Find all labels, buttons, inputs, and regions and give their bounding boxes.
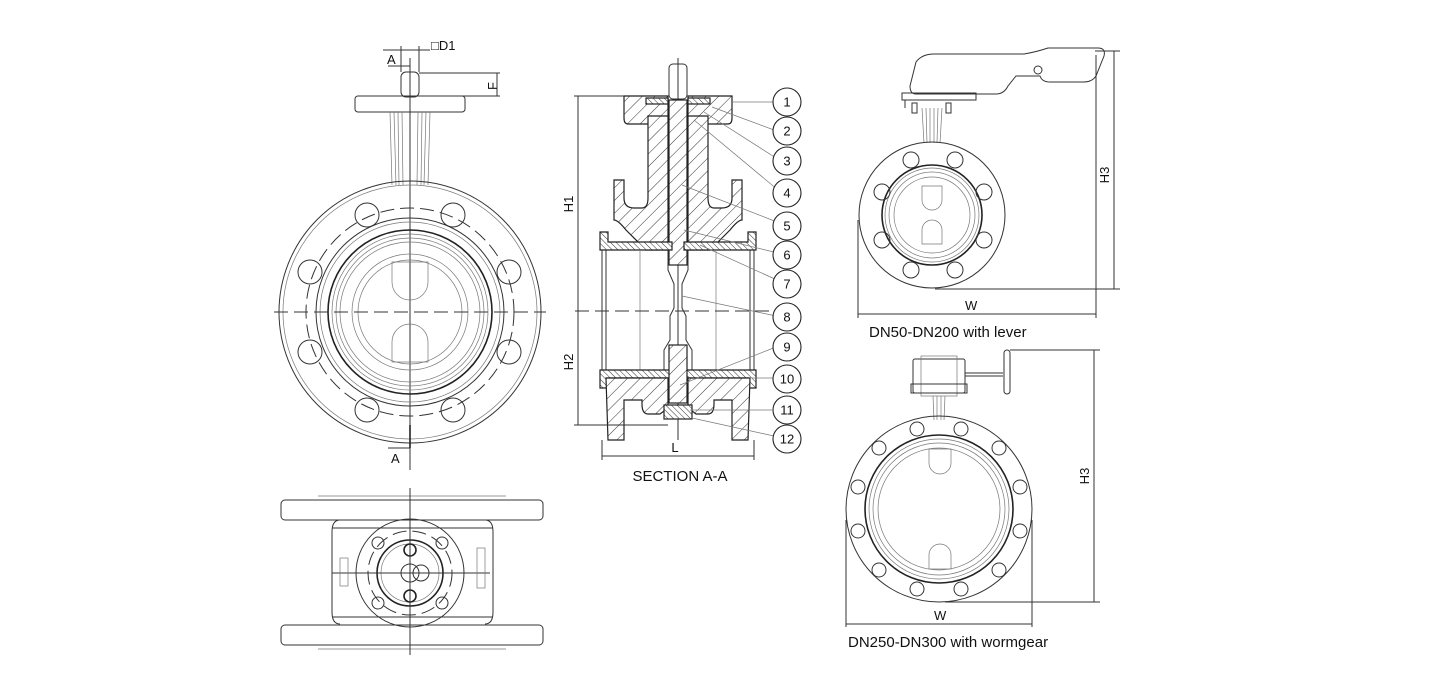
lever-view: W H3 DN50-DN200 with lever — [857, 47, 1120, 341]
lever-handle — [909, 47, 1105, 95]
body-upper-right — [687, 115, 743, 251]
part-number: 6 — [783, 248, 790, 263]
dim-label-l: L — [671, 440, 678, 455]
part-number: 11 — [780, 403, 794, 418]
part-number: 3 — [783, 154, 790, 169]
stem — [668, 99, 688, 266]
top-view — [280, 488, 544, 655]
dim-label-h3: H3 — [1077, 468, 1092, 485]
part-bubbles: 1 2 3 4 5 6 7 8 9 10 11 12 — [772, 87, 802, 454]
part-number: 9 — [783, 340, 790, 355]
wormgear-caption: DN250-DN300 with wormgear — [848, 634, 1048, 651]
part-number: 4 — [783, 186, 790, 201]
part-number: 1 — [783, 95, 790, 110]
dim-label-f: F — [485, 82, 500, 90]
section-marker-top: A — [387, 52, 396, 67]
part-number: 5 — [783, 219, 790, 234]
dim-label-w: W — [934, 608, 947, 623]
section-view: H1 H2 L SECTION A-A 1 2 3 4 — [561, 58, 802, 485]
dim-label-h2: H2 — [561, 354, 576, 371]
lever-flange-outer — [858, 141, 1006, 289]
liner-upper-right — [683, 231, 757, 251]
bolt-holes — [297, 202, 522, 423]
dim-label-d1: □D1 — [431, 38, 455, 53]
body-upper-left — [613, 115, 669, 251]
liner-upper-left — [599, 231, 673, 251]
wormgear-flange-outer — [845, 415, 1033, 603]
dim-label-h3: H3 — [1097, 167, 1112, 184]
neck — [389, 111, 431, 186]
body-lower-left — [605, 377, 669, 441]
body-lower-right — [687, 377, 751, 441]
lever-caption: DN50-DN200 with lever — [869, 324, 1027, 341]
part-number: 12 — [780, 432, 794, 447]
part-number: 10 — [780, 372, 794, 387]
part-number: 8 — [783, 310, 790, 325]
dim-label-w: W — [965, 298, 978, 313]
handwheel-handle — [1003, 349, 1011, 395]
part-number: 2 — [783, 124, 790, 139]
wormgear-view: W H3 DN250-DN300 with wormgear — [845, 349, 1100, 651]
dim-label-h1: H1 — [561, 196, 576, 213]
section-caption: SECTION A-A — [632, 468, 727, 485]
section-marker-bottom: A — [391, 451, 400, 466]
front-view: □D1 A F A — [274, 38, 546, 470]
part-number: 7 — [783, 277, 790, 292]
